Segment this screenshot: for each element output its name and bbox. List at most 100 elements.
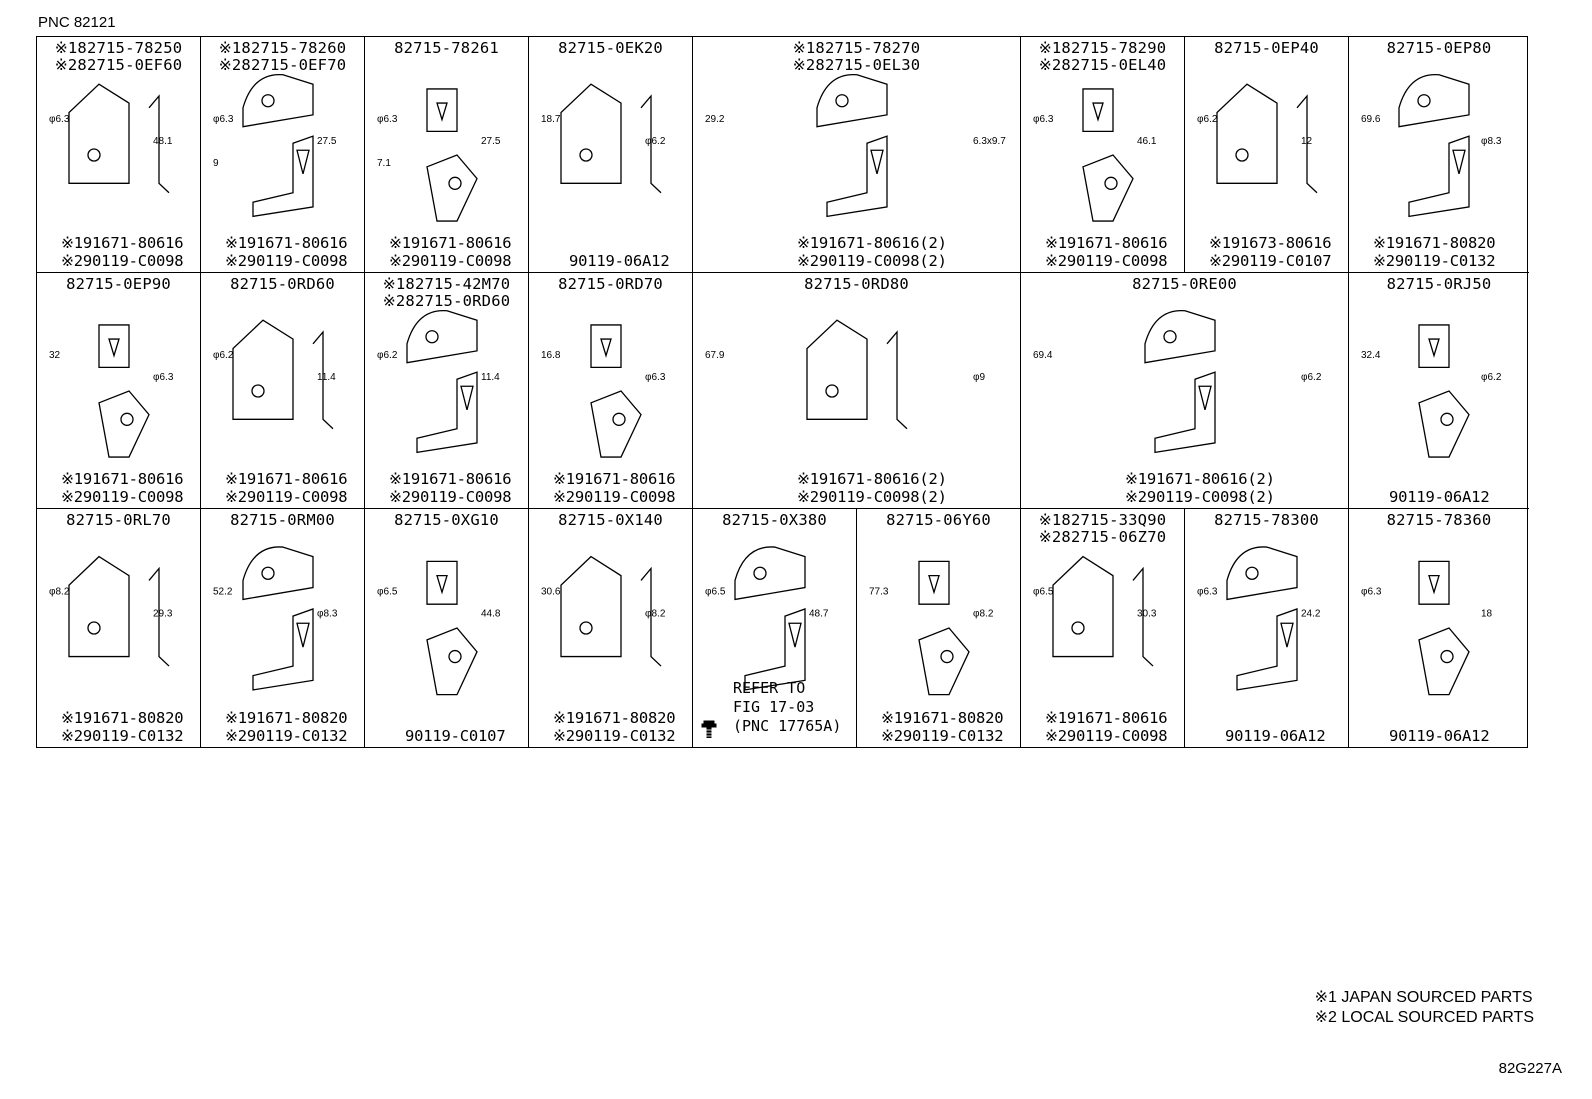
fastener-list: ※191671-80820※290119-C0132 (857, 709, 1020, 747)
fastener-list: 90119-06A12 (1349, 709, 1529, 747)
fastener-row: ※290119-C0098 (37, 252, 200, 272)
dimension-label: φ6.3 (49, 114, 70, 125)
part-number: 82715-06Y60 (886, 511, 991, 529)
part-number: 82715-0RD70 (558, 275, 663, 293)
fastener-row: ※290119-C0098 (365, 488, 528, 508)
part-number: 82715-0EK20 (558, 39, 663, 57)
fastener-row: ※191671-80616 (1021, 709, 1184, 742)
bracket-drawing: φ8.229.3 (49, 555, 173, 667)
fastener-row: ※191671-80820 (857, 709, 1020, 742)
fastener-row: ※290119-C0098 (365, 252, 528, 272)
part-number: 82715-0X380 (722, 511, 827, 529)
fastener-row: 90119-06A12 (529, 252, 692, 272)
fastener-row (1185, 709, 1348, 742)
parts-grid: φ6.3 48.1 ※182715-78250※282715-0EF60 ※19167… (36, 36, 1529, 748)
fastener-part-number: ※290119-C0098 (61, 488, 184, 506)
part-number-header: 82715-0XG10 (365, 512, 528, 529)
fastener-part-number: ※191671-80616 (1045, 234, 1168, 252)
dimension-label: 32.4 (1361, 350, 1381, 361)
fastener-row: ※191671-80820 (201, 709, 364, 742)
fastener-part-number: ※290119-C0132 (881, 727, 1004, 745)
dimension-label: φ9 (973, 372, 985, 383)
fastener-list: ※191671-80616※290119-C0098 (529, 470, 692, 508)
fastener-part-number: ※290119-C0098 (225, 488, 348, 506)
dimension-label: φ6.5 (377, 587, 398, 598)
part-number-header: 82715-0EK20 (529, 40, 692, 57)
fastener-part-number: ※290119-C0132 (61, 727, 184, 745)
bracket-drawing: φ6.327.57.1 (377, 88, 501, 222)
fastener-part-number: ※191671-80616 (225, 234, 348, 252)
fastener-part-number: 90119-06A12 (1389, 727, 1490, 745)
fastener-list: ※191671-80820※290119-C0132 (37, 709, 200, 747)
fastener-part-number: ※290119-C0098 (61, 252, 184, 270)
part-number: ※282715-06Z70 (1038, 528, 1167, 546)
fastener-row: ※191673-80616 (1185, 234, 1348, 267)
fastener-row: ※290119-C0098 (37, 488, 200, 508)
fastener-part-number: ※290119-C0132 (225, 727, 348, 745)
fastener-list: 90119-06A12 (529, 234, 692, 272)
fastener-row: ※191671-80616 (37, 234, 200, 267)
fastener-row: ※290119-C0098(2) (693, 252, 1020, 272)
part-number: ※182715-33Q90 (1038, 511, 1167, 529)
part-number-header: 82715-0RD60 (201, 276, 364, 293)
bracket-drawing: 77.3φ8.2 (869, 560, 994, 696)
fastener-part-number: 90119-06A12 (1225, 727, 1326, 745)
fastener-row (365, 709, 528, 742)
fastener-row: ※290119-C0098 (529, 488, 692, 508)
fastener-row: ※191671-80616(2) (693, 234, 1020, 267)
fastener-row: ※290119-C0132 (37, 727, 200, 747)
fastener-part-number: ※191671-80820 (553, 709, 676, 727)
part-number: 82715-0X140 (558, 511, 663, 529)
part-number: ※282715-0EF60 (54, 56, 183, 74)
fastener-row: ※191671-80616 (365, 470, 528, 503)
fastener-list: ※191671-80616(2)※290119-C0098(2) (693, 470, 1020, 508)
fastener-row: ※290119-C0107 (1185, 252, 1348, 272)
dimension-label: 11.4 (481, 372, 500, 383)
part-number-header: 82715-0RD70 (529, 276, 692, 293)
fastener-row: ※290119-C0132 (201, 727, 364, 747)
dimension-label: φ6.3 (213, 114, 234, 125)
fastener-list: ※191671-80616※290119-C0098 (37, 470, 200, 508)
fastener-list: ※191671-80616※290119-C0098 (1021, 709, 1184, 747)
dimension-label: φ6.2 (1481, 372, 1502, 383)
part-number-header: 82715-0X380 (693, 512, 856, 529)
part-number: ※282715-0EL30 (792, 56, 921, 74)
fastener-part-number: ※290119-C0098 (389, 488, 512, 506)
part-number: 82715-78360 (1386, 511, 1492, 529)
fastener-list: ※191671-80616※290119-C0098 (1021, 234, 1184, 272)
part-number-header: ※182715-78260※282715-0EF70 (201, 40, 364, 74)
fastener-list: 90119-06A12 (1349, 470, 1529, 508)
fastener-part-number: ※191671-80616 (389, 470, 512, 488)
bracket-drawing: φ6.324.2 (1197, 546, 1321, 691)
dimension-label: φ6.5 (705, 587, 726, 598)
dimension-label: φ8.2 (973, 609, 994, 620)
part-number-header: 82715-78261 (365, 40, 528, 57)
part-number: 82715-0EP40 (1214, 39, 1319, 57)
dimension-label: 46.1 (1137, 136, 1157, 147)
part-number-header: 82715-0RE00 (1021, 276, 1348, 293)
dimension-label: φ6.2 (1301, 372, 1322, 383)
part-number-header: 82715-0RM00 (201, 512, 364, 529)
fastener-row (529, 234, 692, 267)
part-number-header: ※182715-78250※282715-0EF60 (37, 40, 200, 74)
refer-note: REFER TO FIG 17-03 (PNC 17765A) (733, 679, 842, 735)
part-number: 82715-0RD80 (804, 275, 909, 293)
bracket-drawing: 30.6φ8.2 (541, 555, 666, 667)
part-number: ※182715-42M70 (382, 275, 511, 293)
fastener-row: ※290119-C0132 (857, 727, 1020, 747)
dimension-label: 6.3x9.7 (973, 136, 1006, 147)
dimension-label: 48.1 (153, 136, 173, 147)
fastener-row: ※191671-80616 (365, 234, 528, 267)
part-number: 82715-78261 (394, 39, 499, 57)
fastener-list: ※191671-80616※290119-C0098 (365, 234, 528, 272)
fastener-part-number: 90119-06A12 (569, 252, 670, 270)
